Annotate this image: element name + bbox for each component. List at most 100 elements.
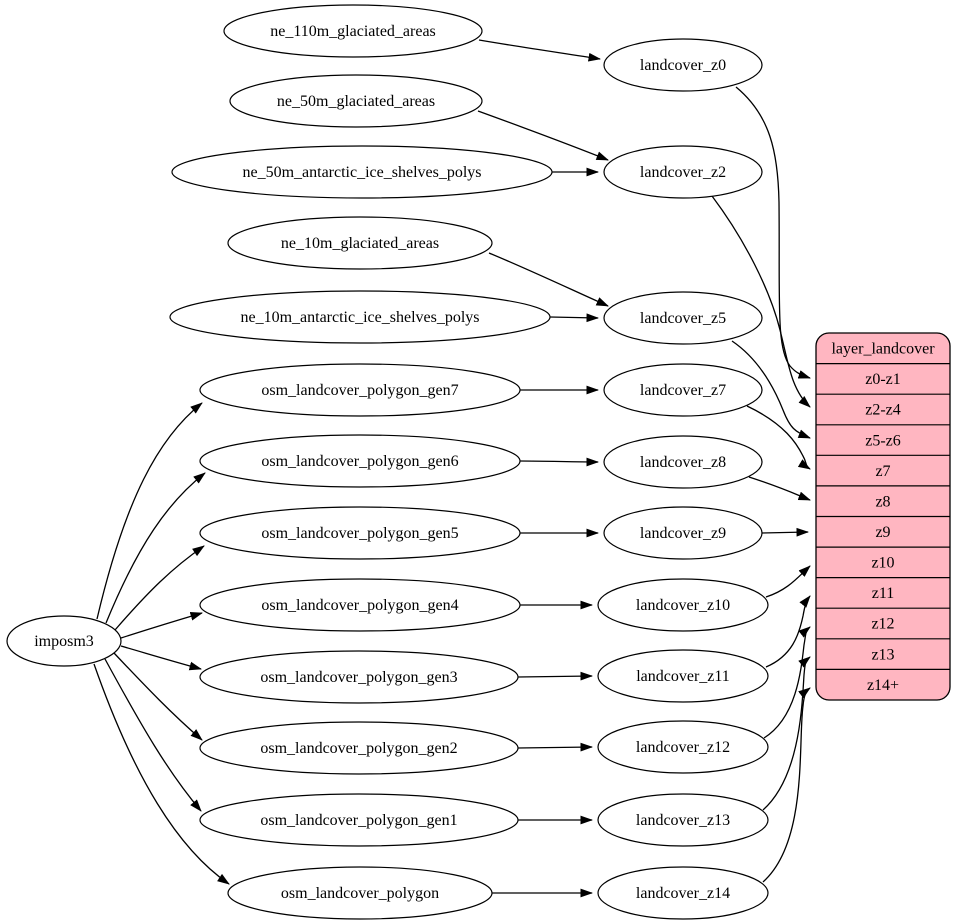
node-label: ne_110m_glaciated_areas (270, 23, 436, 40)
node-shape (199, 434, 521, 488)
node-label: landcover_z2 (640, 164, 726, 181)
node-label: landcover_z9 (640, 525, 726, 542)
node-layer-landcover-table: layer_landcover z0-z1 z2-z4 z5-z6 z7 z8 … (815, 332, 951, 701)
table-row: z11 (872, 585, 895, 602)
node-landcover-z12: landcover_z12 (597, 720, 769, 774)
node-label: osm_landcover_polygon_gen5 (261, 525, 458, 542)
node-label: landcover_z12 (636, 739, 730, 756)
edge-z14-row (762, 687, 811, 883)
table-row: z5-z6 (865, 432, 901, 449)
node-shape (199, 793, 519, 847)
node-landcover-z13: landcover_z13 (597, 793, 769, 847)
edge-z7-row (746, 405, 811, 470)
node-landcover-z0: landcover_z0 (603, 38, 763, 92)
edge-z2-row (711, 195, 811, 408)
node-ne-10m-antarctic-ice-shelves-polys: ne_10m_antarctic_ice_shelves_polys (169, 290, 551, 344)
node-label: ne_50m_antarctic_ice_shelves_polys (242, 164, 481, 181)
node-ne-50m-antarctic-ice-shelves-polys: ne_50m_antarctic_ice_shelves_polys (171, 145, 553, 199)
edge-ne50m-glaciated-z2 (477, 110, 609, 161)
node-label: landcover_z10 (636, 597, 730, 614)
node-label: landcover_z8 (640, 454, 726, 471)
table-row: z8 (875, 493, 890, 510)
node-shape (603, 435, 763, 489)
node-shape (603, 291, 763, 345)
node-landcover-z8: landcover_z8 (603, 435, 763, 489)
edge-ne10m-glaciated-z5 (488, 252, 609, 307)
edge-imposm3-gen1 (104, 658, 202, 812)
edge-gen2-z12 (517, 742, 593, 752)
table-row: z14+ (867, 677, 899, 694)
node-shape (603, 363, 763, 417)
edge-imposm3-gen7 (96, 402, 203, 620)
node-label: osm_landcover_polygon_gen4 (261, 597, 458, 614)
node-landcover-z11: landcover_z11 (597, 649, 769, 703)
edge-imposm3-gen3 (120, 645, 202, 671)
table-row: z10 (871, 555, 894, 572)
node-label: osm_landcover_polygon_gen6 (261, 453, 458, 470)
edge-z11-row (765, 595, 811, 668)
edge-imposm3-gen6 (105, 472, 206, 624)
edge-ne10m-antarctic-z5 (549, 313, 599, 323)
edge-ne110m-z0 (478, 39, 601, 62)
node-shape (6, 615, 122, 667)
node-shape (199, 363, 521, 417)
node-shape (199, 578, 521, 632)
table-header: layer_landcover (831, 341, 935, 358)
edge-z10-row (765, 565, 811, 598)
node-ne-110m-glaciated-areas: ne_110m_glaciated_areas (223, 4, 483, 58)
edge-z12-row (763, 626, 811, 739)
table-row: z2-z4 (865, 402, 901, 419)
node-label: osm_landcover_polygon (281, 885, 439, 902)
node-label: osm_landcover_polygon_gen7 (261, 382, 458, 399)
node-shape (603, 506, 763, 560)
node-label: landcover_z0 (640, 57, 726, 74)
node-label: ne_10m_antarctic_ice_shelves_polys (240, 309, 479, 326)
node-label: ne_10m_glaciated_areas (281, 235, 439, 252)
node-osm-landcover-polygon-gen5: osm_landcover_polygon_gen5 (199, 506, 521, 560)
edge-gen3-z11 (517, 671, 593, 681)
node-landcover-z10: landcover_z10 (597, 578, 769, 632)
node-shape (223, 4, 483, 58)
edge-imposm3-gen5 (114, 545, 205, 631)
node-osm-landcover-polygon-gen7: osm_landcover_polygon_gen7 (199, 363, 521, 417)
node-shape (603, 38, 763, 92)
edge-z8-row (748, 476, 811, 501)
node-landcover-z5: landcover_z5 (603, 291, 763, 345)
edge-z13-row (762, 656, 811, 811)
node-shape (199, 650, 519, 704)
node-shape (597, 649, 769, 703)
node-label: imposm3 (34, 633, 94, 650)
node-osm-landcover-polygon-gen3: osm_landcover_polygon_gen3 (199, 650, 519, 704)
edge-imposm3-gen4 (120, 612, 203, 639)
node-landcover-z9: landcover_z9 (603, 506, 763, 560)
node-label: landcover_z11 (636, 668, 730, 685)
table-row: z7 (875, 463, 890, 480)
node-landcover-z14: landcover_z14 (597, 866, 769, 920)
table-row: z13 (871, 646, 894, 663)
node-label: osm_landcover_polygon_gen2 (260, 740, 457, 757)
node-shape (169, 290, 551, 344)
node-osm-landcover-polygon-gen4: osm_landcover_polygon_gen4 (199, 578, 521, 632)
node-label: landcover_z5 (640, 310, 726, 327)
node-label: landcover_z7 (640, 382, 726, 399)
node-label: osm_landcover_polygon_gen1 (260, 812, 457, 829)
node-shape (597, 866, 769, 920)
node-shape (597, 720, 769, 774)
edge-imposm3-gen2 (113, 652, 203, 741)
edge-gen6-z8 (519, 457, 599, 467)
node-label: landcover_z14 (636, 885, 730, 902)
node-label: ne_50m_glaciated_areas (277, 93, 435, 110)
node-shape (199, 506, 521, 560)
node-osm-landcover-polygon-gen2: osm_landcover_polygon_gen2 (199, 721, 519, 775)
node-shape (227, 216, 493, 270)
node-label: landcover_z13 (636, 812, 730, 829)
node-shape (597, 793, 769, 847)
node-osm-landcover-polygon-gen6: osm_landcover_polygon_gen6 (199, 434, 521, 488)
edge-z5-row (731, 340, 811, 439)
node-shape (229, 74, 483, 128)
node-shape (603, 145, 763, 199)
table-row: z12 (871, 616, 894, 633)
node-label: osm_landcover_polygon_gen3 (260, 669, 457, 686)
node-osm-landcover-polygon-gen1: osm_landcover_polygon_gen1 (199, 793, 519, 847)
